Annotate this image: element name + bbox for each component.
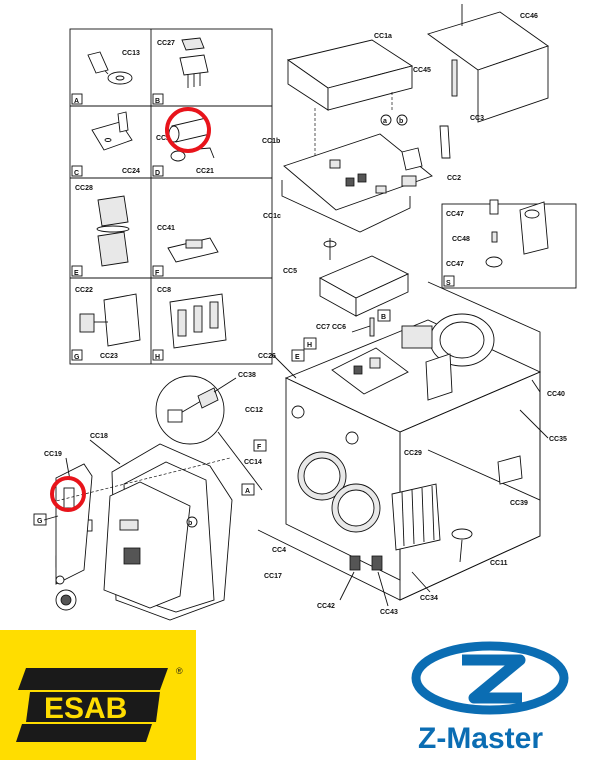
cell-g-letter: G (74, 354, 80, 361)
callout-cc3: CC3 (470, 115, 484, 122)
cell-f-letter: F (155, 270, 160, 277)
callout-cc18: CC18 (90, 433, 108, 440)
inset-cell-e: E CC28 (71, 185, 130, 277)
callout-cc22: CC22 (75, 287, 93, 294)
callout-cc46: CC46 (520, 13, 538, 20)
inset-cell-h: H CC8 (152, 287, 227, 361)
connector-ref-b-top: b (399, 118, 403, 125)
callout-cc11: CC11 (490, 560, 508, 567)
callout-cc14: CC14 (244, 459, 262, 466)
ref-letter-a: A (245, 488, 250, 495)
callout-cc34: CC34 (420, 595, 438, 602)
callout-cc48: CC48 (452, 236, 470, 243)
callout-cc21: CC21 (196, 168, 214, 175)
z-swoosh-icon (411, 641, 569, 715)
inset-cell-b: B CC27 (152, 37, 209, 105)
callout-cc42: CC42 (317, 603, 335, 610)
cell-a-letter: A (74, 98, 79, 105)
callout-cc1b: CC1b (262, 138, 280, 145)
callout-cc39: CC39 (510, 500, 528, 507)
callout-cc23: CC23 (100, 353, 118, 360)
main-chassis: CC7 CC6 CC26 CC12 CC14 CC40 CC35 CC29 CC… (244, 281, 567, 616)
cc38-cable-detail: CC38 (155, 372, 263, 491)
callout-cc7: CC7 (316, 324, 330, 331)
callout-cc41: CC41 (157, 225, 175, 232)
inset-grid: A CC13 B CC27 C CC24 (69, 28, 273, 365)
cell-e-letter: E (74, 270, 79, 277)
inset-cell-c: C CC24 (71, 111, 140, 177)
callout-cc24: CC24 (122, 168, 140, 175)
zmaster-logo: Z-Master (411, 641, 569, 755)
connector-ref-b-front: b (188, 520, 192, 527)
cell-c-letter: C (74, 170, 79, 177)
front-panel-assembly: b CC18 CC19 CC4 (43, 433, 286, 621)
callout-cc45: CC45 (413, 67, 431, 74)
inset-cell-d: D CC2 CC21 (152, 117, 215, 177)
callout-cc38: CC38 (238, 372, 256, 379)
callout-cc17: CC17 (264, 573, 282, 580)
callout-cc2-inset: CC2 (156, 135, 170, 142)
ref-letter-b: B (381, 314, 386, 321)
callout-cc29: CC29 (404, 450, 422, 457)
callout-cc19: CC19 (44, 451, 62, 458)
callout-cc47-top: CC47 (446, 211, 464, 218)
cell-d-letter: D (155, 170, 160, 177)
callout-cc27: CC27 (157, 40, 175, 47)
ref-letter-h: H (307, 342, 312, 349)
callout-cc43: CC43 (380, 609, 398, 616)
callout-cc26: CC26 (258, 353, 276, 360)
connector-ref-a-top: a (383, 118, 387, 125)
callout-cc13: CC13 (122, 50, 140, 57)
esab-logo: ESAB ® (0, 630, 196, 760)
cc5-cover: CC5 (283, 255, 410, 317)
highlight-circle-cc19 (50, 476, 86, 512)
callout-cc5: CC5 (283, 268, 297, 275)
ref-letter-e: E (295, 354, 300, 361)
inset-s-letter: S (446, 280, 451, 287)
callout-cc6: CC6 (332, 324, 346, 331)
inset-cell-g: G CC22 CC23 (71, 287, 141, 361)
esab-wordmark: ESAB (44, 692, 127, 725)
callout-cc12: CC12 (245, 407, 263, 414)
callout-cc40: CC40 (547, 391, 565, 398)
callout-cc1c: CC1c (263, 213, 281, 220)
callout-cc4: CC4 (272, 547, 286, 554)
pcb-assembly: CC1a CC46 CC45 CC3 a b CC1b CC2 CC1c (262, 4, 549, 260)
callout-cc35: CC35 (549, 436, 567, 443)
callout-cc1a: CC1a (374, 33, 392, 40)
cell-h-letter: H (155, 354, 160, 361)
zmaster-wordmark: Z-Master (418, 722, 543, 755)
callout-cc2: CC2 (447, 175, 461, 182)
ref-letter-g: G (37, 518, 43, 525)
inset-s: S CC47 CC48 CC47 (441, 199, 577, 289)
inset-cell-f: F CC41 (152, 225, 219, 277)
ref-letter-f: F (257, 444, 262, 451)
callout-cc47-bottom: CC47 (446, 261, 464, 268)
callout-cc8: CC8 (157, 287, 171, 294)
inset-cell-a: A CC13 (71, 50, 140, 105)
highlight-circle-cc2 (165, 107, 211, 153)
callout-cc28: CC28 (75, 185, 93, 192)
esab-registered-mark: ® (176, 666, 183, 676)
cell-b-letter: B (155, 98, 160, 105)
